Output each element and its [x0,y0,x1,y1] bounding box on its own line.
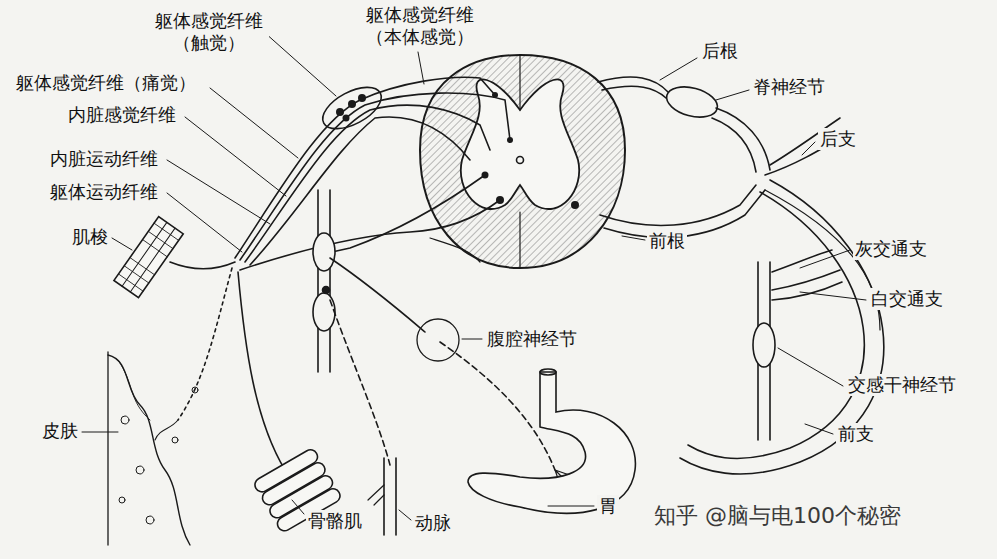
part-label: 内脏运动纤维 [48,148,160,170]
part-label: 前支 [836,423,876,445]
part-label: 后支 [818,128,858,150]
part-label: 躯体感觉纤维 （本体感觉） [360,4,480,47]
part-label: 灰交通支 [853,238,929,260]
part-label: 腹腔神经节 [485,328,579,350]
part-label: 骨骼肌 [306,510,364,532]
part-label: 肌梭 [70,226,110,248]
watermark: 知乎 @脑与电100个秘密 [652,503,903,529]
part-label: 动脉 [413,512,453,534]
part-label: 交感干神经节 [846,374,958,396]
part-label: 脊神经节 [751,76,827,98]
part-label: 躯体感觉纤维 （触觉） [149,10,269,53]
part-label: 胃 [597,495,619,517]
part-label: 躯体运动纤维 [48,181,160,203]
part-label: 内脏感觉纤维 [66,104,178,126]
part-label: 前根 [647,230,687,252]
part-label: 皮肤 [40,420,80,442]
part-label: 躯体感觉纤维（痛觉） [14,72,198,94]
part-label: 后根 [700,40,740,62]
part-label: 白交通支 [869,288,945,310]
